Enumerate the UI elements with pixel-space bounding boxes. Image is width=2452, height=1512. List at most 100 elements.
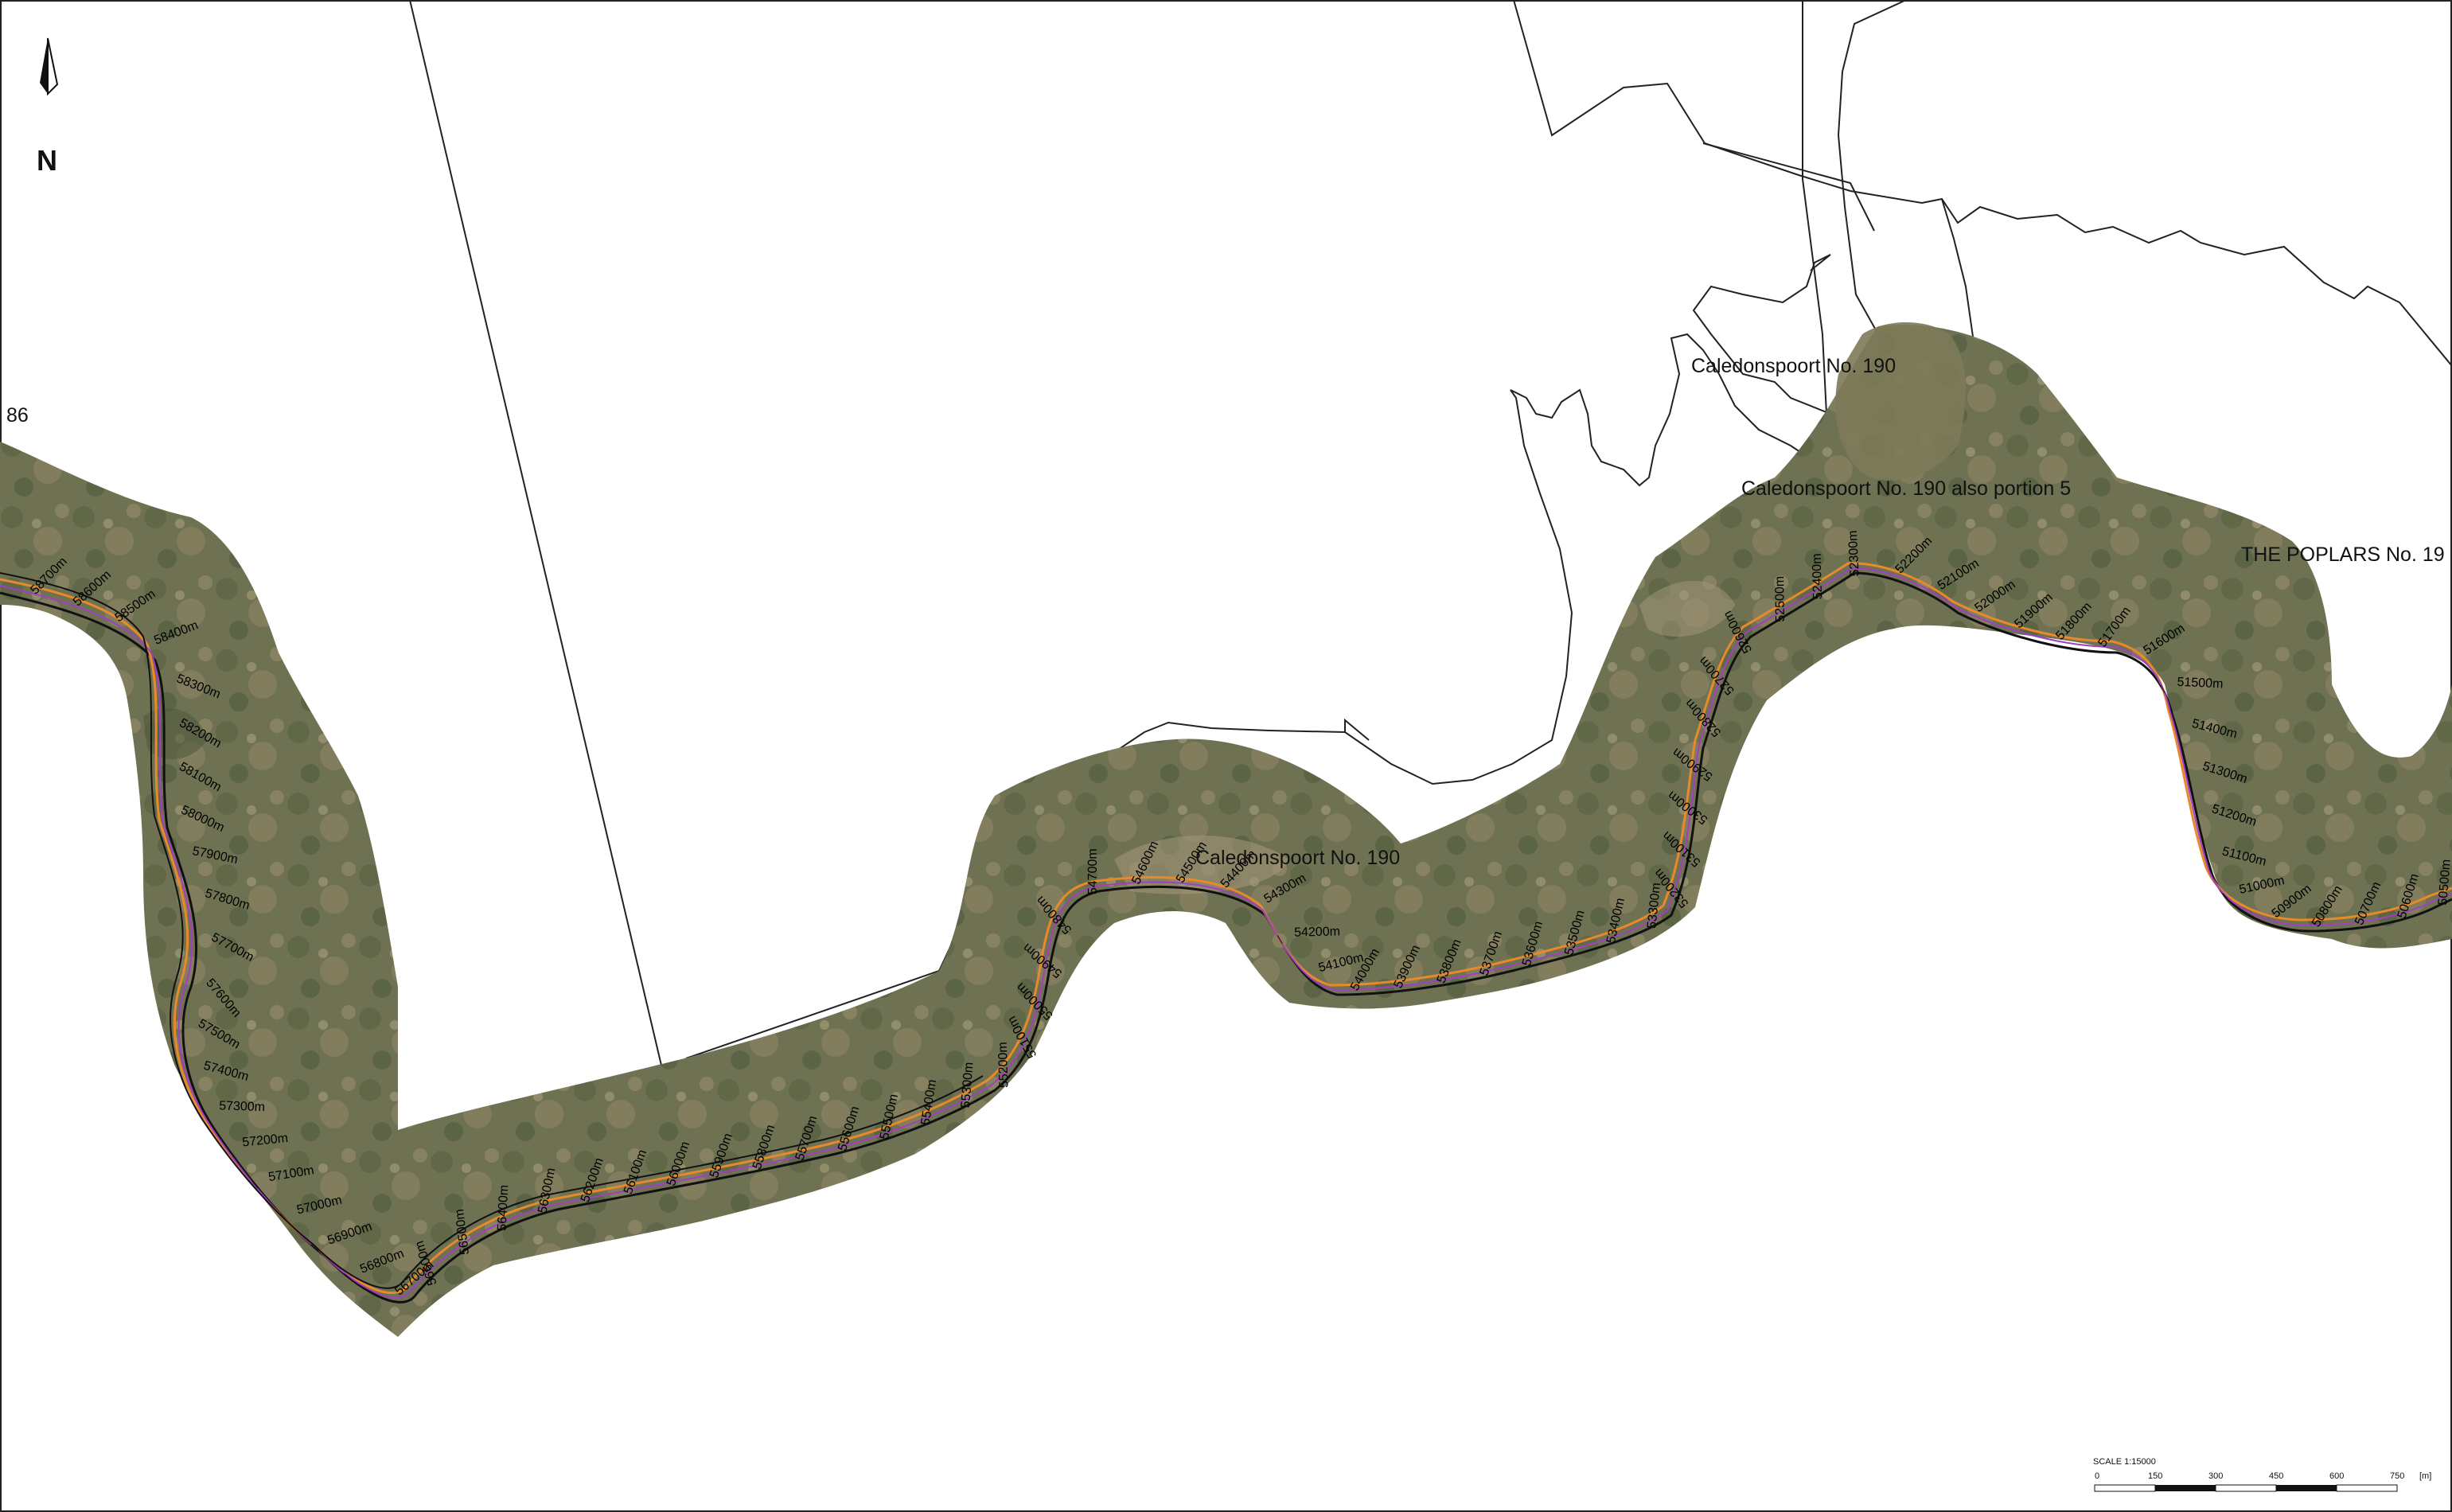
imagery-corridor (0, 322, 2452, 1337)
chainage-tick (1840, 576, 1849, 583)
chainage-label: 51500m (2177, 676, 2224, 692)
chainage-tick (1765, 622, 1775, 629)
chainage-tick (2185, 767, 2189, 777)
label-caledonspoort-portion-5: Caledonspoort No. 190 also portion 5 (1741, 477, 2071, 500)
chainage-tick (224, 1145, 232, 1154)
scale-tick-label: 750 (2390, 1471, 2404, 1481)
chainage-tick (1705, 731, 1709, 740)
label-the-poplars: THE POPLARS No. 19 (2241, 544, 2445, 566)
scale-segment-1 (2094, 1484, 2156, 1492)
chainage-tick (487, 1231, 497, 1237)
scale-segment-4 (2276, 1485, 2337, 1491)
chainage-tick (1511, 968, 1521, 972)
chainage-tick (1248, 903, 1257, 910)
chainage-tick (1803, 599, 1812, 606)
chainage-tick (16, 596, 26, 600)
chainage-tick (2256, 919, 2267, 924)
scale-tick-label: 150 (2148, 1471, 2162, 1481)
chainage-tick (2160, 684, 2165, 694)
chainage-tick (1078, 894, 1087, 901)
scale-tick-label: 300 (2208, 1471, 2223, 1481)
chainage-tick (450, 1254, 459, 1261)
chainage-tick (989, 1088, 998, 1094)
label-farm-86: 86 (6, 404, 29, 427)
chainage-tick (1735, 649, 1741, 658)
chainage-tick (160, 680, 163, 690)
chainage-tick (419, 1283, 427, 1292)
chainage-tick (784, 1163, 793, 1166)
chainage-tick (2175, 725, 2179, 735)
chainage-label: 50500m (2436, 859, 2452, 906)
chainage-tick (1055, 928, 1060, 938)
chainage-tick (1037, 1013, 1041, 1023)
scale-segment-2 (2155, 1485, 2216, 1491)
chainage-label: 53300m (1645, 882, 1663, 929)
chainage-tick (186, 1067, 191, 1077)
boundary-line-north-east (1513, 0, 2452, 367)
scale-tick-labels: 0 150 300 450 600 750 (2095, 1471, 2404, 1481)
route-line-orange (0, 562, 2452, 1295)
boundary-line-center-parcel (1344, 718, 1370, 741)
chainage-tick (2222, 893, 2230, 901)
chainage-tick (251, 1180, 259, 1189)
chainage-label: 55300m (959, 1062, 976, 1109)
chainage-tick (188, 894, 192, 905)
chainage-tick (950, 1109, 960, 1114)
chainage-tick (201, 1108, 208, 1117)
chainage-tick (2195, 810, 2199, 820)
chainage-tick (2084, 650, 2095, 653)
chainage-tick (698, 1180, 708, 1183)
chainage-tick (1693, 816, 1695, 827)
chainage-tick (175, 853, 180, 863)
chainage-tick (1019, 1054, 1026, 1063)
chainage-tick (1047, 970, 1050, 980)
scale-tick-label: 450 (2269, 1471, 2283, 1481)
chainage-label: 57300m (219, 1099, 265, 1114)
chainage-label: 54200m (1294, 925, 1340, 939)
boundary-line-west-parcel (685, 254, 1928, 1059)
imagery-highlight-2 (1639, 581, 1735, 637)
chainage-tick (612, 1196, 622, 1200)
scale-tick-label: 0 (2095, 1471, 2099, 1481)
chainage-tick (1922, 590, 1932, 596)
chainage-tick (1595, 945, 1605, 949)
boundary-line-diagonal (409, 0, 687, 1171)
chainage-tick (868, 1141, 879, 1145)
scale-title: SCALE 1:15000 (2093, 1457, 2156, 1467)
chainage-tick (1277, 935, 1283, 945)
chainage-tick (99, 622, 109, 628)
chainage-tick (1468, 978, 1478, 981)
chainage-tick (527, 1214, 536, 1219)
chainage-tick (1881, 575, 1891, 579)
chainage-tick (380, 1296, 390, 1301)
imagery-highlight-3 (143, 708, 207, 759)
chainage-label: 54700m (1086, 848, 1100, 894)
chainage-tick (569, 1205, 579, 1208)
chainage-tick (58, 608, 68, 612)
chainage-tick (2127, 655, 2138, 661)
scale-unit: [m] (2419, 1471, 2431, 1481)
north-arrow-icon (47, 37, 59, 96)
chainage-label: 52400m (1811, 553, 1825, 599)
chainage-tick (741, 1171, 751, 1175)
imagery-strip (0, 325, 2452, 1337)
chainage-tick (655, 1188, 665, 1191)
chainage-tick (2041, 642, 2052, 645)
chainage-tick (343, 1273, 352, 1280)
property-labels: 86 Caledonspoort No. 190 Caledonspoort N… (6, 355, 2445, 869)
chainage-tick (1425, 986, 1435, 988)
chainage-tick (1698, 773, 1701, 783)
chainage-tick (279, 1213, 287, 1222)
chainage-tick (1207, 890, 1217, 894)
scale-segment-5 (2336, 1484, 2398, 1492)
route-line-purple (0, 567, 2452, 1299)
chainage-tick (2205, 853, 2209, 863)
north-letter: N (37, 144, 57, 177)
label-caledonspoort-center: Caledonspoort No. 190 (1195, 847, 1400, 869)
route-line-black-inner (0, 572, 984, 1289)
chainage-tick (1553, 957, 1563, 961)
scale-tick-label: 600 (2329, 1471, 2344, 1481)
chainage-tick (138, 644, 146, 652)
chainage-tick (310, 1244, 319, 1252)
